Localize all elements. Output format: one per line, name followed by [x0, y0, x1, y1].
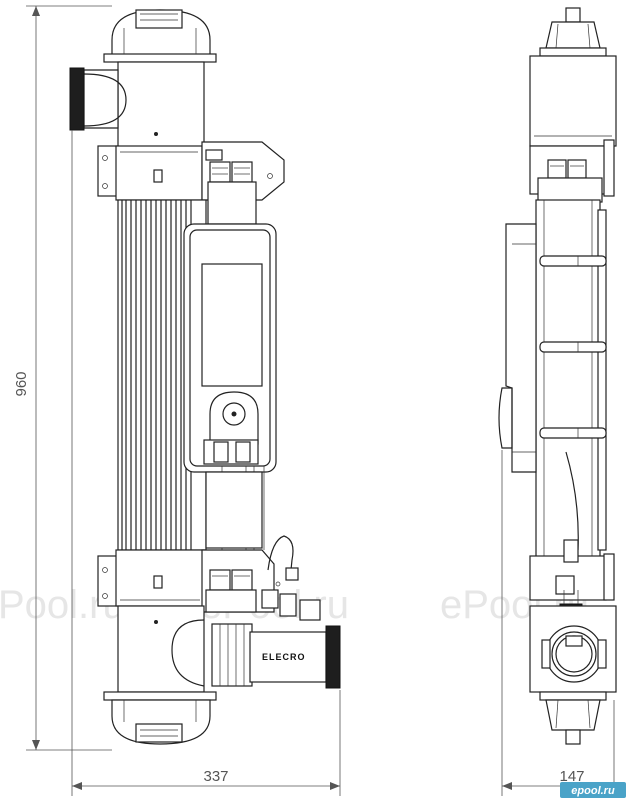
- side-view: [498, 7, 617, 745]
- height-dimension: 960: [13, 5, 112, 751]
- front-bottom-body: [117, 605, 205, 693]
- side-straps: [539, 255, 607, 439]
- site-logo-background: [560, 782, 626, 798]
- side-upper-clamp: [529, 139, 615, 203]
- front-bottom-outlet: ELECRO: [171, 619, 341, 689]
- front-top-bracket: [201, 141, 285, 225]
- side-control-box: [498, 223, 537, 473]
- depth-dimension: 147: [501, 450, 615, 796]
- front-top-body-screw: [154, 132, 158, 136]
- front-top-outlet: [69, 67, 127, 131]
- front-control-unit: [183, 223, 277, 473]
- front-top-clamp: [97, 145, 203, 201]
- site-logo[interactable]: epool.ru: [560, 782, 626, 798]
- front-top-body: [117, 61, 205, 149]
- height-dimension-label: 960: [13, 371, 30, 396]
- width-dimension-label: 337: [203, 768, 228, 785]
- brand-label: ELECRO: [262, 652, 306, 662]
- front-bottom-cap: [103, 691, 217, 745]
- display-screen: [201, 263, 263, 387]
- front-top-cap: [103, 9, 217, 63]
- front-bottom-bracket: [201, 535, 321, 621]
- peristaltic-pump: [209, 391, 259, 445]
- side-upper-body: [529, 55, 617, 147]
- width-dimension: 337: [71, 130, 341, 796]
- site-logo-text[interactable]: epool.ru: [571, 785, 615, 797]
- depth-dimension-label: 147: [559, 768, 584, 785]
- side-top-cap: [539, 7, 607, 57]
- side-main-tube: [535, 199, 607, 561]
- front-view: ELECRO: [69, 9, 341, 745]
- front-bottom-clamp: [97, 549, 205, 607]
- front-connecting-tubes: [205, 466, 265, 550]
- side-bottom-cap: [539, 691, 607, 745]
- side-lower-body: [529, 605, 617, 693]
